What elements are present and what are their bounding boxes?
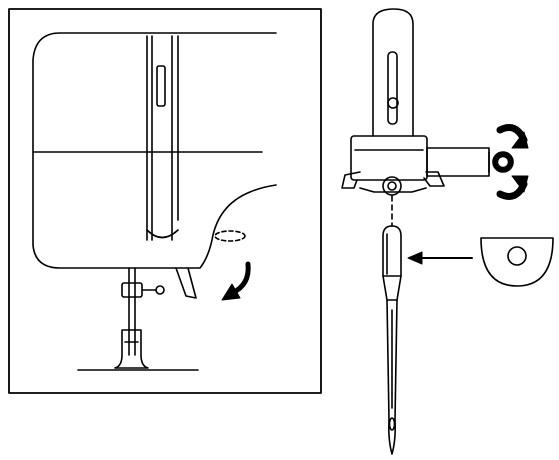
needle-clamp-screw — [155, 285, 165, 295]
needle-point — [388, 419, 396, 455]
needle-taper — [382, 275, 402, 301]
needle-clamp-block — [350, 135, 428, 181]
needle-bar-pin — [387, 97, 399, 109]
needle-bar — [372, 8, 414, 137]
thread-guide-slot — [156, 65, 166, 107]
machine-head-outline — [32, 32, 277, 269]
needle-blade-right — [394, 299, 398, 421]
clamp-tab-left — [341, 171, 361, 189]
needle-eye — [388, 417, 396, 431]
panel-frame — [8, 8, 322, 394]
needle-clamp — [121, 282, 143, 298]
needle-bar-slot — [387, 51, 398, 125]
presser-foot — [114, 329, 149, 369]
needle-shank — [382, 225, 402, 277]
needle-hole-inner — [387, 181, 397, 191]
housing-bottom — [146, 229, 179, 239]
rotate-arrow-icon — [221, 261, 251, 301]
needle — [382, 225, 402, 455]
needle-shank-cross-section — [480, 237, 554, 287]
machine-side-view-panel — [8, 8, 322, 394]
presser-foot-lever — [175, 267, 197, 299]
needle-blade-left — [386, 299, 390, 421]
needle-insertion-detail-panel — [341, 8, 554, 455]
clamp-bracket — [359, 187, 427, 193]
needle-hole-outer — [382, 176, 402, 196]
rotate-arrows-icon — [492, 124, 529, 200]
clamp-tab-right — [423, 171, 445, 187]
hidden-part-dashed — [214, 230, 246, 242]
insert-arrow-icon — [407, 251, 473, 265]
